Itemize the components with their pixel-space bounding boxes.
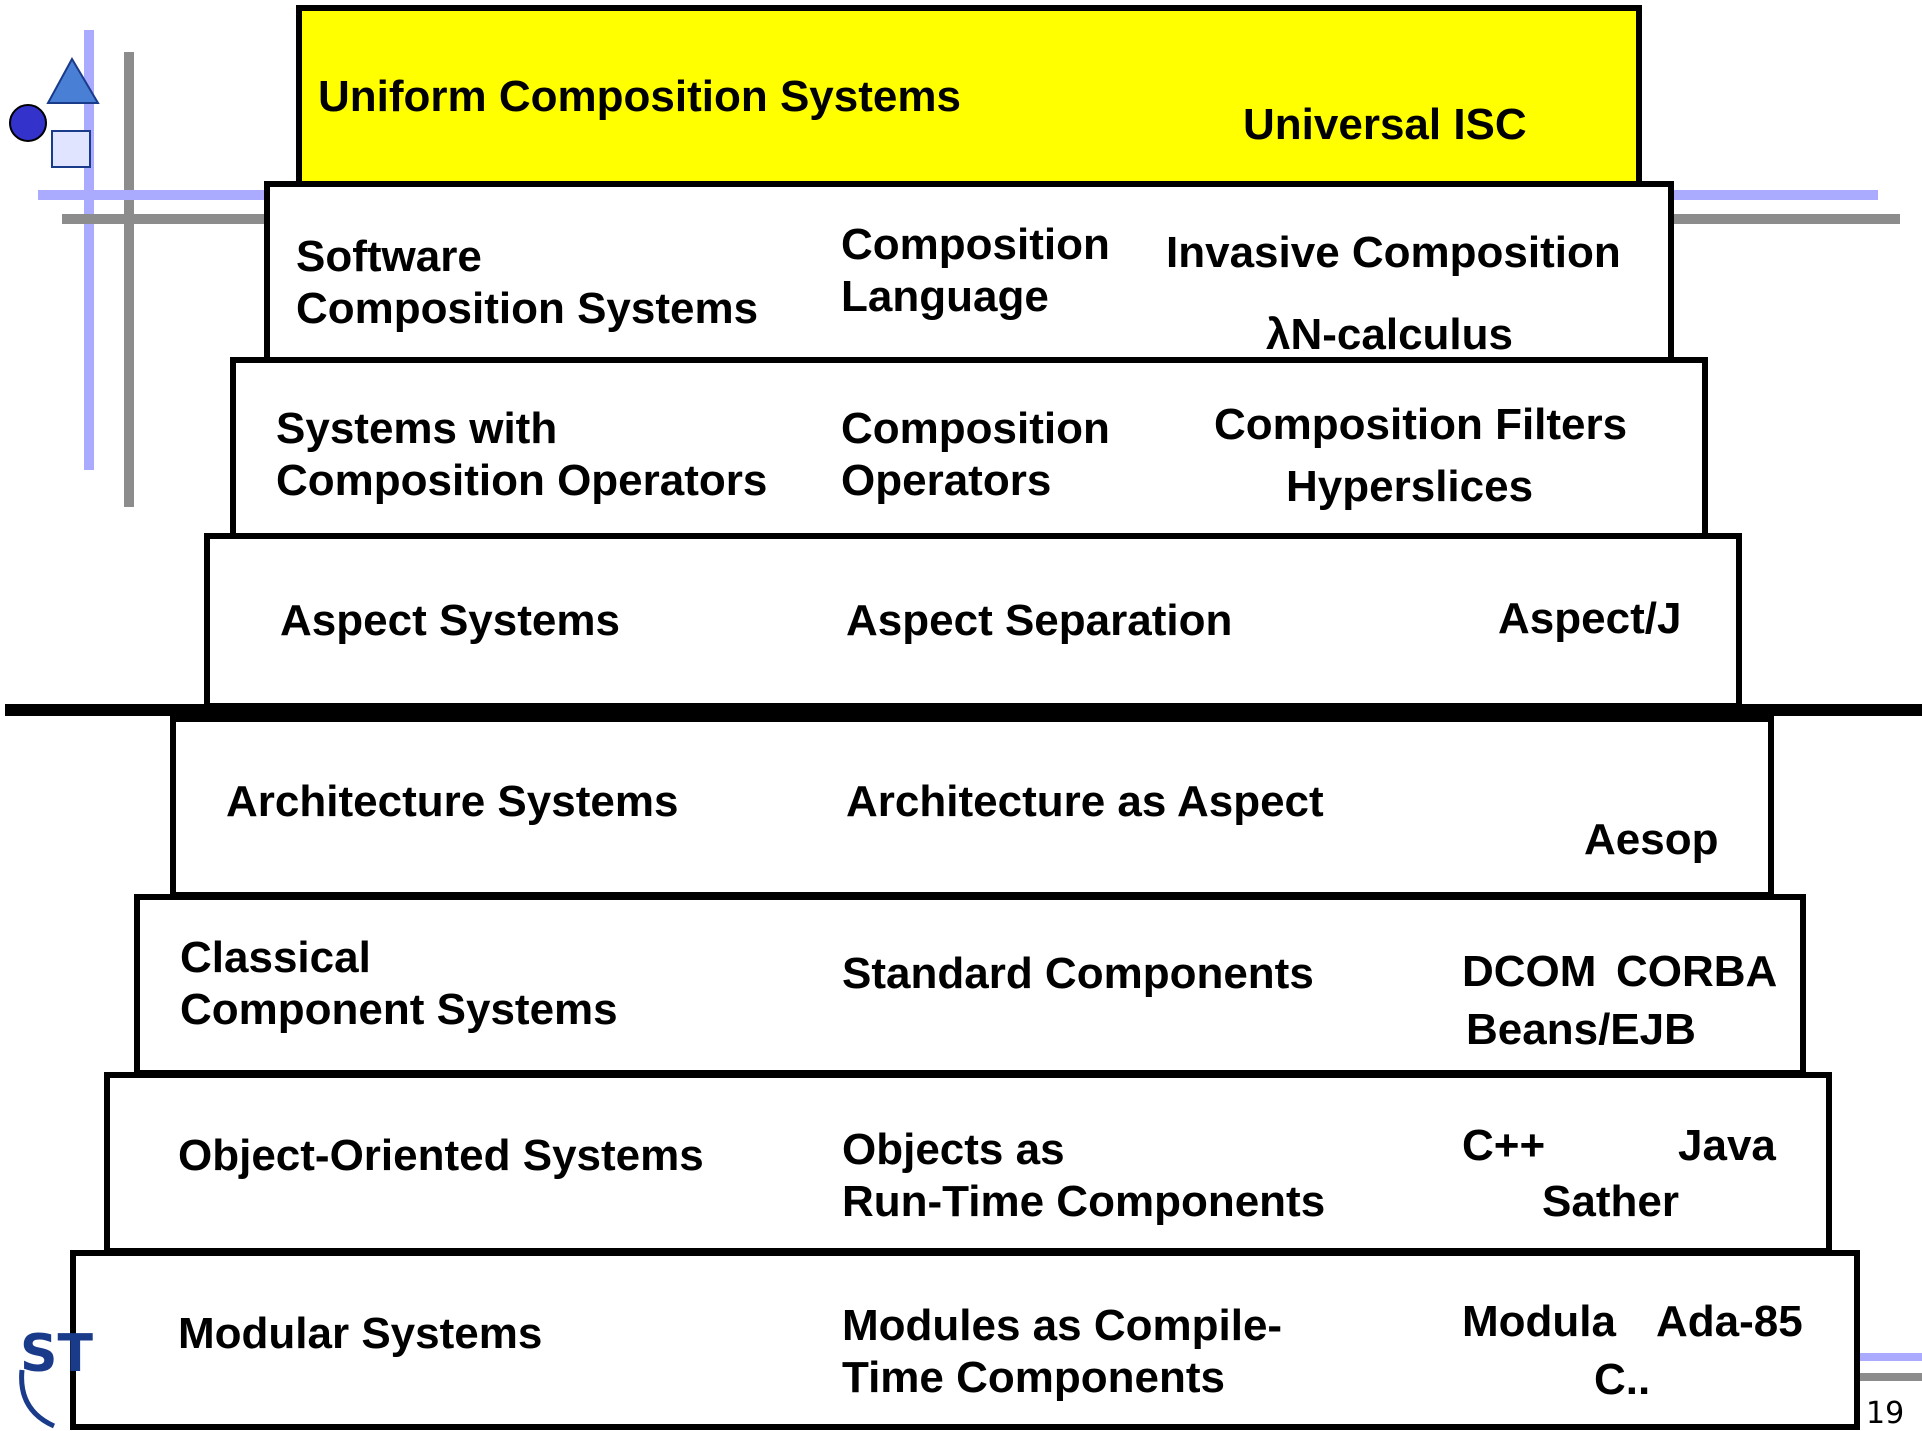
layer-composition-operators: Systems with Composition Operators Compo… xyxy=(230,357,1708,539)
layer-examples: Composition Filters xyxy=(1214,400,1628,449)
layer-classical-component: Classical Component Systems Standard Com… xyxy=(134,894,1806,1076)
layer-examples-2: Hyperslices xyxy=(1286,462,1534,511)
layer-concept: Aspect Separation xyxy=(846,596,1233,645)
deco-line-blue-vertical xyxy=(84,30,94,470)
divider-line xyxy=(5,704,1922,716)
layer-examples: Universal ISC xyxy=(1243,100,1527,149)
layer-examples-2: Sather xyxy=(1542,1177,1679,1226)
layer-uniform-composition: Uniform Composition Systems Universal IS… xyxy=(296,5,1642,187)
layer-concept: Composition Language xyxy=(841,220,1110,321)
layer-examples-b: CORBA xyxy=(1616,947,1778,996)
layer-concept: Architecture as Aspect xyxy=(846,777,1324,826)
layer-examples: Modula xyxy=(1462,1297,1616,1346)
layer-category: Software Composition Systems xyxy=(296,232,759,333)
logo-st: ST xyxy=(20,1324,93,1384)
deco-line-gray-bottom-right xyxy=(1850,1373,1922,1381)
deco-line-blue-horizontal-left xyxy=(38,190,278,200)
square-icon xyxy=(51,130,91,168)
deco-line-blue-horizontal-right xyxy=(1660,190,1878,200)
layer-examples-b: Java xyxy=(1678,1121,1776,1170)
layer-software-composition: Software Composition Systems Composition… xyxy=(264,181,1674,363)
layer-examples-2: C.. xyxy=(1594,1355,1651,1404)
deco-line-gray-horizontal-left xyxy=(62,214,282,224)
layer-aspect-systems: Aspect Systems Aspect Separation Aspect/… xyxy=(204,533,1742,709)
layer-category: Classical Component Systems xyxy=(180,933,618,1034)
layer-examples: Invasive Composition xyxy=(1166,228,1621,277)
layer-examples-2: Beans/EJB xyxy=(1466,1005,1696,1054)
layer-concept: Modules as Compile- Time Components xyxy=(842,1301,1283,1402)
page-number: 19 xyxy=(1866,1396,1905,1431)
deco-line-gray-horizontal-right xyxy=(1660,214,1900,224)
deco-line-blue-bottom-right xyxy=(1850,1353,1922,1361)
layer-examples-b: Ada-85 xyxy=(1656,1297,1803,1346)
layer-object-oriented: Object-Oriented Systems Objects as Run-T… xyxy=(104,1072,1832,1254)
circle-icon xyxy=(9,104,47,142)
layer-examples: C++ xyxy=(1462,1121,1546,1170)
layer-modular-systems: Modular Systems Modules as Compile- Time… xyxy=(70,1250,1860,1430)
layer-examples: Aspect/J xyxy=(1498,594,1682,643)
logo-arc-icon xyxy=(19,1369,56,1429)
layer-category: Uniform Composition Systems xyxy=(318,72,961,121)
layer-concept: Composition Operators xyxy=(841,404,1110,505)
deco-line-gray-vertical xyxy=(124,52,134,507)
layer-concept: Objects as Run-Time Components xyxy=(842,1125,1326,1226)
layer-examples: DCOM xyxy=(1462,947,1597,996)
layer-examples: Aesop xyxy=(1584,815,1719,864)
layer-category: Systems with Composition Operators xyxy=(276,404,768,505)
layer-examples-2: λN-calculus xyxy=(1266,310,1513,359)
layer-concept: Standard Components xyxy=(842,949,1314,998)
layer-category: Modular Systems xyxy=(178,1309,543,1358)
triangle-icon xyxy=(46,56,100,104)
layer-category: Architecture Systems xyxy=(226,777,679,826)
layer-architecture-systems: Architecture Systems Architecture as Asp… xyxy=(170,716,1774,898)
layer-category: Aspect Systems xyxy=(280,596,620,645)
shapes-logo-icon xyxy=(9,56,100,168)
layer-category: Object-Oriented Systems xyxy=(178,1131,704,1180)
